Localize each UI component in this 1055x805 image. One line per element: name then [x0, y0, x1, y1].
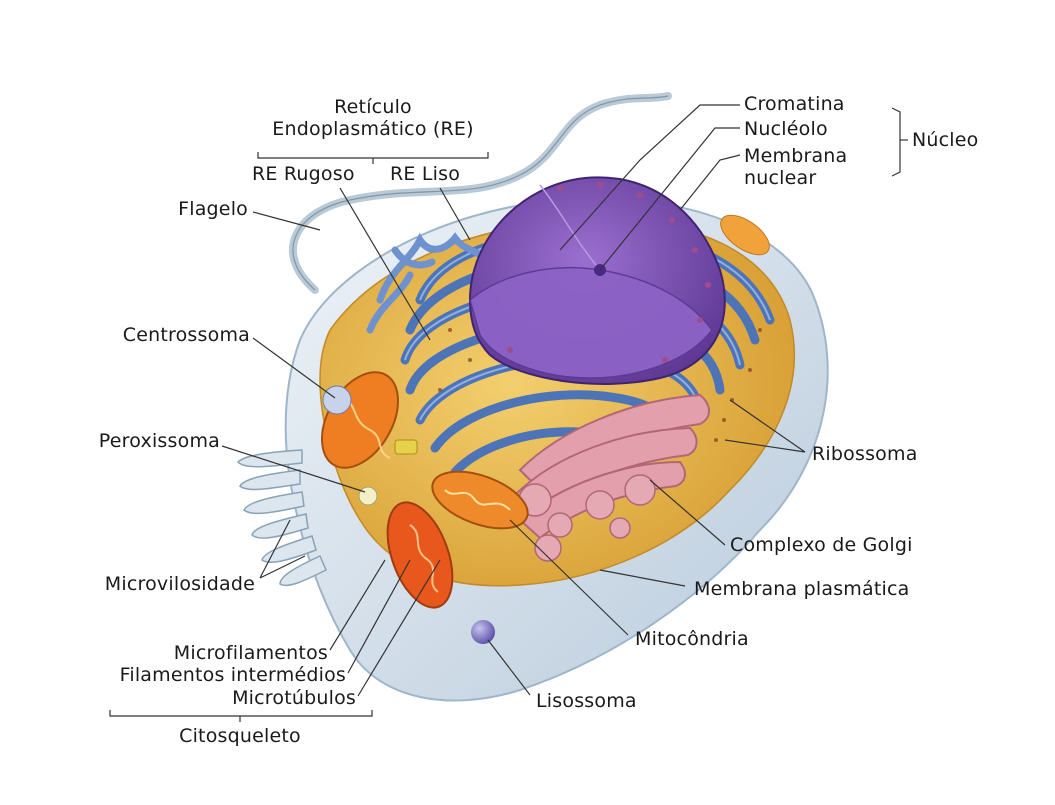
label-intermediate-filaments: Filamentos intermédios	[119, 664, 346, 686]
label-microvilli: Microvilosidade	[104, 573, 255, 595]
label-mitochondria: Mitocôndria	[635, 628, 749, 650]
centrosome-shape	[322, 385, 352, 415]
nucleus-cut-face	[469, 266, 713, 379]
label-smooth-er: RE Liso	[390, 163, 461, 185]
label-er-group: Retículo Endoplasmático (RE)	[272, 96, 474, 140]
leader-lines	[109, 104, 908, 722]
label-microfilaments: Microfilamentos	[173, 642, 328, 664]
microvilli-shape	[236, 449, 327, 587]
label-rough-er: RE Rugoso	[252, 163, 355, 185]
label-cytoskeleton: Citosqueleto	[179, 725, 301, 747]
label-nucleolus: Nucléolo	[744, 118, 828, 140]
label-microtubules: Microtúbulos	[232, 687, 356, 709]
label-golgi: Complexo de Golgi	[730, 534, 913, 556]
label-ribosome: Ribossoma	[812, 443, 918, 465]
label-chromatin: Cromatina	[744, 93, 845, 115]
label-plasma-membrane: Membrana plasmática	[694, 578, 910, 600]
lysosome-shape	[471, 620, 495, 644]
label-peroxisome: Peroxissoma	[98, 430, 220, 452]
label-lysosome: Lisossoma	[536, 690, 637, 712]
label-nuclear-membrane: Membrana nuclear	[744, 145, 848, 189]
smooth-er-shape	[366, 232, 489, 334]
label-flagellum: Flagelo	[178, 198, 248, 220]
label-nucleus: Núcleo	[912, 129, 979, 151]
nuclear-pores	[507, 182, 711, 363]
peroxisome-shape	[358, 486, 378, 506]
label-centrosome: Centrossoma	[122, 324, 250, 346]
